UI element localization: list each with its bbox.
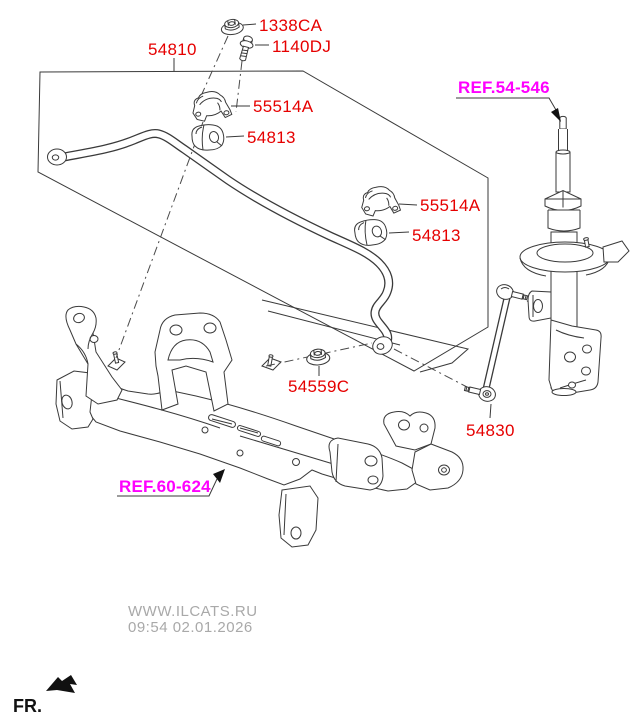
stabilizer-bracket-lower-drawing [361, 186, 402, 217]
flange-nut-drawing [220, 18, 244, 36]
ref-label-54-546[interactable]: REF.54-546 [458, 78, 550, 97]
stabilizer-bracket-upper-drawing [192, 91, 233, 122]
enclosure-box [37, 70, 489, 372]
stabilizer-bar-drawing [47, 129, 394, 355]
part-label-1140dj[interactable]: 1140DJ [272, 37, 331, 56]
stabilizer-bushing-lower-drawing [354, 219, 388, 246]
link-nut-drawing [306, 348, 331, 366]
part-label-1338ca[interactable]: 1338CA [259, 16, 323, 35]
part-label-54813-upper[interactable]: 54813 [247, 128, 296, 147]
front-arrow-icon [46, 675, 77, 693]
crossmember-drawing [55, 299, 470, 548]
watermark: WWW.ILCATS.RU 09:54 02.01.2026 [128, 603, 258, 636]
front-direction-marker: FR. [13, 675, 77, 716]
part-label-54810[interactable]: 54810 [148, 40, 197, 59]
front-label: FR. [13, 696, 42, 716]
part-label-54830[interactable]: 54830 [466, 421, 515, 440]
watermark-timestamp: 09:54 02.01.2026 [128, 619, 253, 636]
part-label-54813-lower[interactable]: 54813 [412, 226, 461, 245]
front-strut-drawing [519, 115, 630, 396]
stabilizer-bushing-upper-drawing [191, 124, 225, 151]
stabilizer-link-drawing [463, 284, 529, 402]
ref-label-60-624[interactable]: REF.60-624 [119, 477, 211, 496]
leader-lines [117, 23, 561, 497]
part-label-55514a-lower[interactable]: 55514A [420, 196, 481, 215]
part-label-54559c[interactable]: 54559C [288, 377, 349, 396]
watermark-site: WWW.ILCATS.RU [128, 603, 258, 620]
flange-bolt-drawing [239, 35, 254, 62]
part-label-55514a-upper[interactable]: 55514A [253, 97, 314, 116]
